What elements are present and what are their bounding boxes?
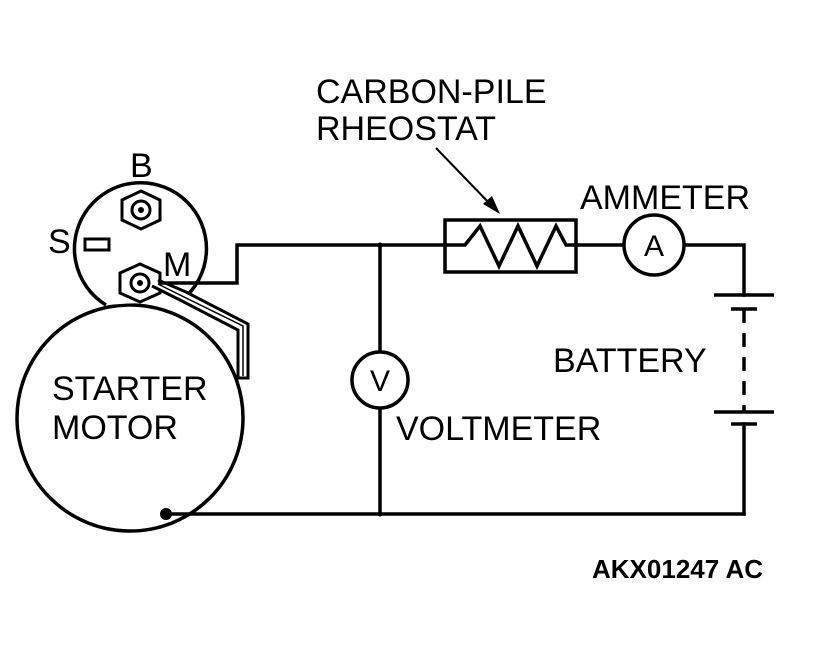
terminal-s-tab xyxy=(83,237,111,252)
voltmeter-label: VOLTMETER xyxy=(396,410,601,448)
starter-label-line1: STARTER xyxy=(52,370,208,408)
terminal-b-label: B xyxy=(130,147,153,185)
figure-code: AKX01247 AC xyxy=(592,554,763,584)
terminal-s-label: S xyxy=(48,223,71,261)
ammeter-symbol: A xyxy=(622,213,686,277)
terminal-m-nut xyxy=(118,262,162,304)
carbon-pile-rheostat xyxy=(435,147,578,274)
motor-lead xyxy=(151,278,250,380)
rheostat-label-line1: CARBON-PILE xyxy=(316,73,547,111)
junction-dot-top xyxy=(377,242,383,248)
starter-motor xyxy=(15,181,250,533)
terminal-b-nut xyxy=(120,189,162,231)
rheostat-label-line2: RHEOSTAT xyxy=(316,110,496,148)
battery-label: BATTERY xyxy=(553,342,707,380)
starter-label-line2: MOTOR xyxy=(52,409,178,447)
voltmeter-symbol-letter: V xyxy=(370,365,390,398)
ammeter-symbol-letter: A xyxy=(644,230,664,263)
starter-motor-body xyxy=(15,303,245,533)
voltmeter-symbol: V xyxy=(350,350,410,410)
battery-symbol xyxy=(714,293,774,426)
circuit-wires xyxy=(158,243,746,516)
ground-dot xyxy=(160,508,172,520)
ammeter-label: AMMETER xyxy=(580,179,750,217)
solenoid-housing xyxy=(72,181,209,307)
rheostat-leader-arrow xyxy=(435,147,493,207)
junction-dot-bottom xyxy=(377,511,383,517)
terminal-m-label: M xyxy=(163,246,191,284)
